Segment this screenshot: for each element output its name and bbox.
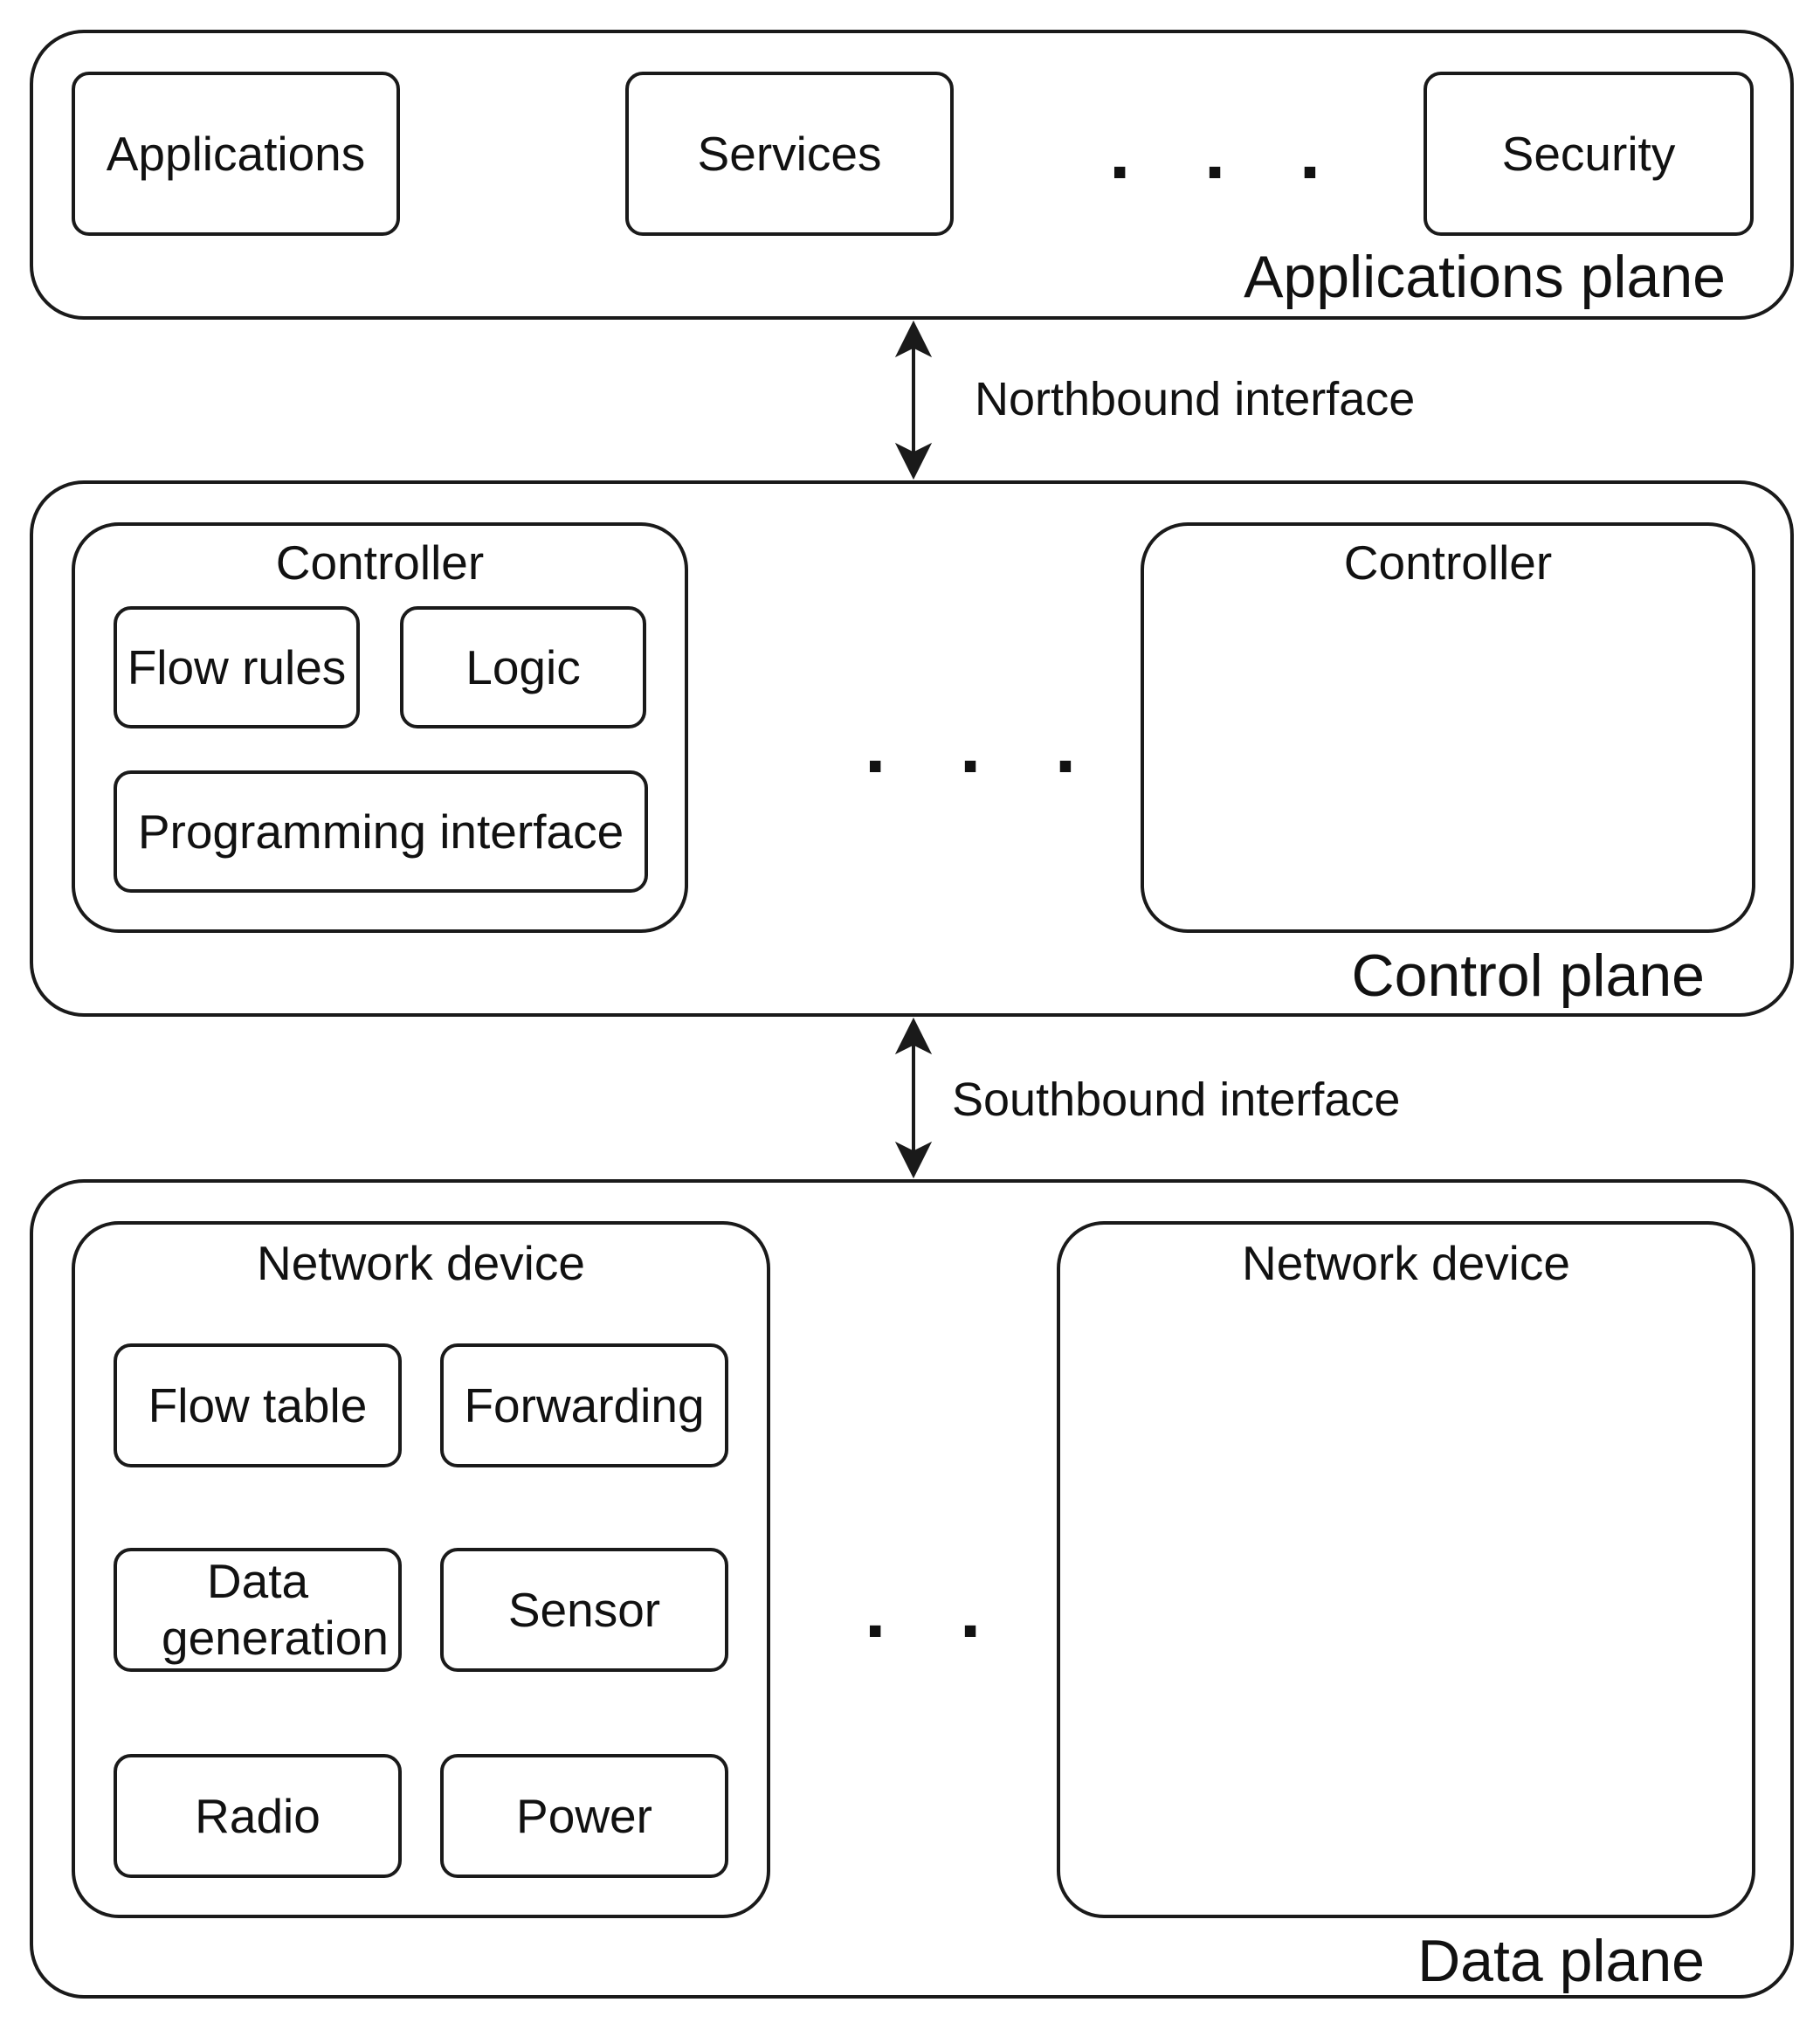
- applications-plane-label: Applications plane: [1244, 244, 1726, 310]
- control-plane-label: Control plane: [1351, 942, 1705, 1009]
- radio-box: Radio: [114, 1754, 402, 1878]
- programming-interface-label: Programming interface: [137, 804, 624, 859]
- controller-right: [1141, 522, 1755, 933]
- sensor-box: Sensor: [440, 1548, 728, 1672]
- southbound-arrow: [894, 1017, 933, 1179]
- flow-table-box: Flow table: [114, 1343, 402, 1467]
- southbound-interface-label: Southbound interface: [952, 1074, 1401, 1126]
- forwarding-label: Forwarding: [464, 1377, 705, 1433]
- northbound-arrow: [894, 320, 933, 480]
- northbound-interface-label: Northbound interface: [975, 373, 1416, 425]
- applications-ellipsis: . . .: [1109, 108, 1348, 195]
- forwarding-box: Forwarding: [440, 1343, 728, 1467]
- power-box: Power: [440, 1754, 728, 1878]
- sensor-label: Sensor: [507, 1582, 661, 1637]
- network-device-right: [1057, 1221, 1755, 1918]
- control-ellipsis: . . .: [865, 702, 1103, 789]
- flow-rules-label: Flow rules: [127, 639, 347, 694]
- data-plane-label: Data plane: [1417, 1928, 1705, 1994]
- radio-label: Radio: [195, 1788, 321, 1843]
- data-ellipsis: . . .: [865, 1567, 1103, 1654]
- programming-interface-box: Programming interface: [114, 770, 648, 893]
- applications-box-label: Applications: [106, 126, 366, 181]
- logic-box: Logic: [400, 606, 646, 728]
- controller-right-title: Controller: [1343, 535, 1553, 590]
- data-generation-label: Data generation: [162, 1554, 389, 1665]
- services-box-label: Services: [697, 126, 882, 181]
- controller-left-title: Controller: [275, 535, 485, 590]
- network-device-left-title: Network device: [257, 1236, 585, 1290]
- power-label: Power: [516, 1788, 652, 1843]
- services-box: Services: [625, 72, 954, 236]
- security-box-label: Security: [1501, 126, 1676, 181]
- flow-rules-box: Flow rules: [114, 606, 360, 728]
- data-generation-box: Data generation: [114, 1548, 402, 1672]
- logic-label: Logic: [465, 639, 581, 694]
- security-box: Security: [1424, 72, 1754, 236]
- flow-table-label: Flow table: [148, 1377, 368, 1433]
- network-device-right-title: Network device: [1242, 1236, 1570, 1290]
- applications-box: Applications: [72, 72, 400, 236]
